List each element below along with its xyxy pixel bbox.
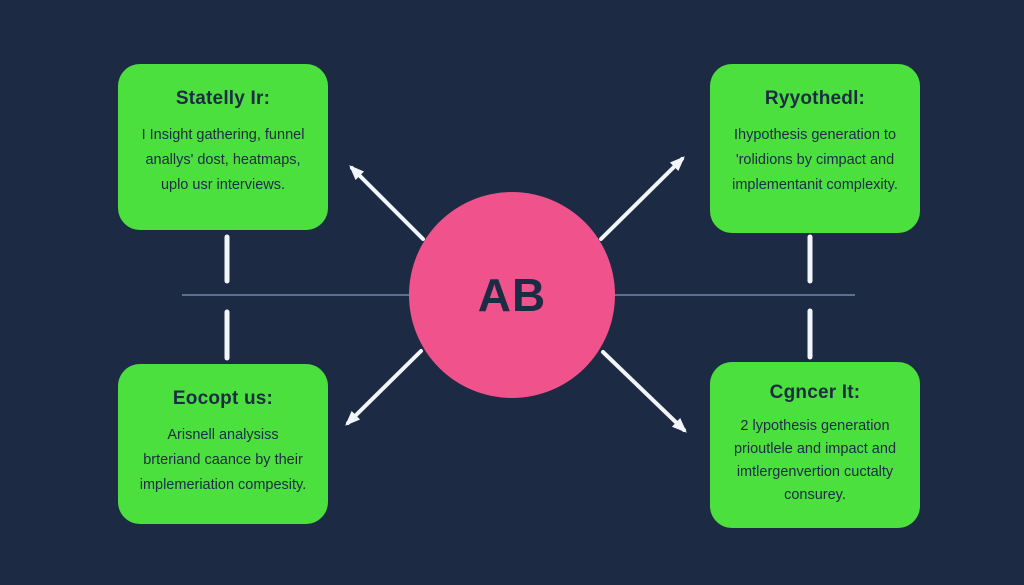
card-body-line: Ihypothesis generation to: [733, 127, 897, 143]
card-body-line: imtlergenvertion cuctalty: [736, 464, 894, 480]
arrow-up-right-icon: [599, 156, 685, 241]
card-bottom-right-body: 2 lypothesis generation prioutlele and i…: [710, 415, 920, 507]
card-top-left: Statelly Ir: I Insight gathering, funnel…: [118, 64, 328, 230]
card-top-right: Ryyothedl: Ihypothesis generation to 'ro…: [710, 64, 920, 233]
center-circle: AB: [409, 192, 615, 398]
card-body-line: implemeriation compesity.: [139, 477, 307, 493]
card-body-line: Arisnell analysiss: [167, 427, 279, 443]
arrow-down-right-icon: [601, 350, 687, 433]
card-body-line: brteriand caance by their: [143, 452, 303, 468]
card-body-line: 2 lypothesis generation: [740, 418, 890, 434]
card-top-left-title: Statelly Ir:: [175, 88, 271, 109]
card-body-line: I Insight gathering, funnel: [141, 127, 305, 143]
card-body-line: anallys' dost, heatmaps,: [145, 152, 301, 168]
card-body-line: implementanit complexity.: [732, 177, 898, 193]
card-bottom-left: Eocopt us: Arisnell analysiss brteriand …: [118, 364, 328, 524]
card-body-line: consurey.: [784, 487, 846, 503]
card-bottom-left-title: Eocopt us:: [172, 388, 274, 409]
card-top-right-body: Ihypothesis generation to 'rolidions by …: [710, 123, 920, 198]
arrow-down-left-icon: [345, 349, 423, 426]
card-body-line: prioutlele and impact and: [733, 441, 897, 457]
card-bottom-right: Cgncer It: 2 lypothesis generation priou…: [710, 362, 920, 528]
card-top-right-title: Ryyothedl:: [764, 88, 866, 109]
card-body-line: uplo usr interviews.: [160, 177, 286, 193]
card-top-left-body: I Insight gathering, funnel anallys' dos…: [118, 123, 328, 198]
card-bottom-left-body: Arisnell analysiss brteriand caance by t…: [118, 423, 328, 498]
center-circle-label: AB: [477, 269, 547, 321]
arrow-up-left-icon: [349, 165, 425, 241]
card-body-line: 'rolidions by cimpact and: [735, 152, 895, 168]
card-bottom-right-title: Cgncer It:: [769, 382, 861, 403]
